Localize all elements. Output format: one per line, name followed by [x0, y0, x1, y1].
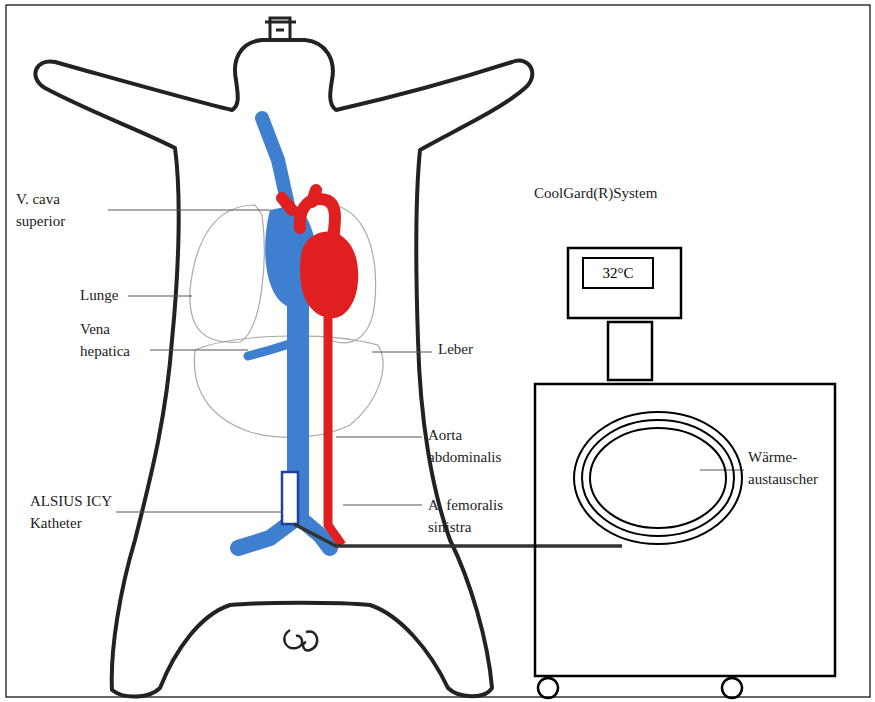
device-title: CoolGard(R)System [534, 182, 734, 204]
catheter [282, 472, 298, 524]
display-screen: 32°C [582, 257, 654, 289]
catheter-label: ALSIUS ICY Katheter [30, 490, 116, 534]
frame [6, 5, 870, 697]
temperature-value: 32°C [602, 265, 633, 282]
pig-outline [35, 40, 532, 697]
organ-label: Lunge [80, 284, 160, 306]
vessel-label: Vena hepatica [80, 318, 148, 362]
heat-exchanger-coil [574, 412, 742, 544]
organ-label: Leber [438, 338, 518, 360]
vena-cava-superior [262, 118, 288, 205]
vessel-label: Aorta abdominalis [428, 424, 518, 468]
aorta-abdominalis [328, 300, 342, 545]
vena-hepatica [248, 342, 296, 356]
genitals [284, 630, 317, 650]
part-label: Wärme- austauscher [748, 446, 838, 490]
snout [265, 18, 296, 40]
vessel-label: V. cava superior [16, 188, 106, 232]
vessel-label: A. femoralis sinistra [428, 494, 514, 538]
leader-lines [108, 210, 744, 512]
lung-outline [190, 205, 376, 343]
